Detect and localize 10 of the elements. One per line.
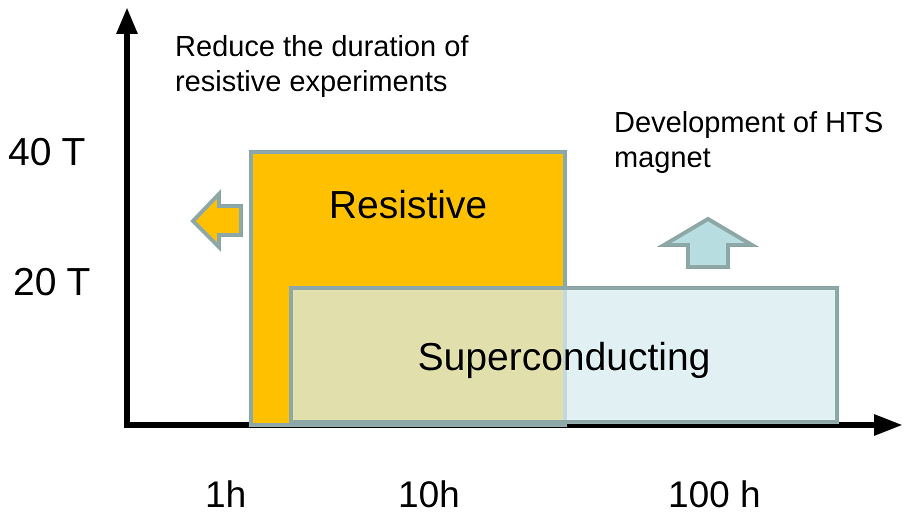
box-label: Resistive: [328, 184, 488, 228]
annotation: Reduce the duration of resistive experiments: [175, 30, 470, 100]
range-box: [289, 286, 839, 424]
axis-tick-label: 100 h: [668, 474, 762, 517]
axis-tick-label: 10h: [398, 474, 461, 517]
box-label: Superconducting: [416, 336, 712, 380]
annotation: Development of HTS magnet: [614, 106, 884, 176]
axis-tick-label: 20 T: [13, 261, 92, 306]
axis-tick-label: 1h: [205, 474, 248, 517]
axis-tick-label: 40 T: [8, 131, 86, 176]
